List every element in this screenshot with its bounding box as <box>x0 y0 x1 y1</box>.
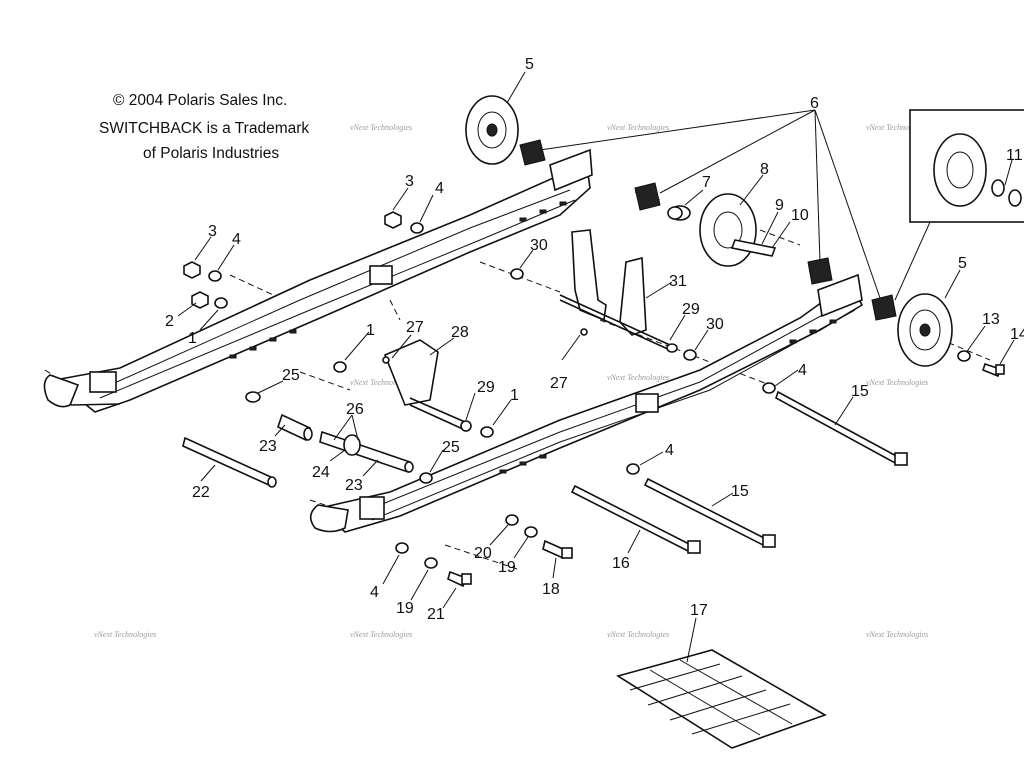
spacer-tubes <box>182 413 313 488</box>
callout-29: 29 <box>682 301 700 318</box>
callout-30: 30 <box>530 237 548 254</box>
rail-slots <box>499 319 837 474</box>
trademark-text-line1: SWITCHBACK is a Trademark <box>99 120 310 137</box>
watermark: vNext Technologies <box>866 378 928 387</box>
watermark: vNext Technologies <box>94 630 156 639</box>
callout-11: 11 <box>1006 147 1023 164</box>
long-bolts <box>570 390 908 554</box>
callout-22: 22 <box>192 484 210 501</box>
watermark: vNext Technologies <box>350 378 412 387</box>
watermark: vNext Technologies <box>866 630 928 639</box>
center-bracket <box>559 229 678 353</box>
callout-4: 4 <box>232 231 241 248</box>
callout-3: 3 <box>208 223 217 240</box>
right-rail <box>309 273 864 533</box>
callout-4: 4 <box>370 584 379 601</box>
callout-15: 15 <box>851 383 869 400</box>
axle-shaft <box>319 430 414 474</box>
callout-4: 4 <box>665 442 674 459</box>
leader-lines <box>177 71 1015 663</box>
spacer-caps <box>519 139 897 321</box>
callout-18: 18 <box>542 581 560 598</box>
callout-5: 5 <box>525 56 534 73</box>
idler-wheel-right <box>897 293 953 367</box>
watermark: vNext Technologies <box>607 630 669 639</box>
callout-21: 21 <box>427 606 445 623</box>
callout-25: 25 <box>442 439 460 456</box>
callout-labels: 5 6 7 8 9 10 11 5 13 14 3 4 3 4 2 1 30 3… <box>165 56 1024 623</box>
idler-wheel-axle-assembly <box>669 193 777 267</box>
callout-23: 23 <box>259 438 277 455</box>
torque-arm <box>383 339 472 432</box>
callout-3: 3 <box>405 173 414 190</box>
callout-19: 19 <box>396 600 414 617</box>
watermark: vNext Technologies <box>350 123 412 132</box>
callout-14: 14 <box>1010 326 1024 343</box>
callout-31: 31 <box>669 273 687 290</box>
rail-slots <box>229 201 567 359</box>
callout-27: 27 <box>406 319 424 336</box>
callout-28: 28 <box>451 324 469 341</box>
callout-4: 4 <box>435 180 444 197</box>
callout-5: 5 <box>958 255 967 272</box>
callout-8: 8 <box>760 161 769 178</box>
callout-23: 23 <box>345 477 363 494</box>
callout-15: 15 <box>731 483 749 500</box>
watermark: vNext Technologies <box>350 630 412 639</box>
callout-13: 13 <box>982 311 1000 328</box>
copyright-text: © 2004 Polaris Sales Inc. <box>113 92 288 109</box>
callout-6: 6 <box>810 95 819 112</box>
callout-26: 26 <box>346 401 364 418</box>
callout-24: 24 <box>312 464 330 481</box>
callout-30: 30 <box>706 316 724 333</box>
idler-wheel-top <box>465 95 519 165</box>
wear-strip <box>616 649 827 749</box>
trademark-text-line2: of Polaris Industries <box>143 145 280 162</box>
callout-20: 20 <box>474 545 492 562</box>
callout-4: 4 <box>798 362 807 379</box>
callout-10: 10 <box>791 207 809 224</box>
callout-9: 9 <box>775 197 784 214</box>
callout-29: 29 <box>477 379 495 396</box>
assembly-lines <box>44 191 991 571</box>
callout-1: 1 <box>510 387 519 404</box>
watermark: vNext Technologies <box>607 123 669 132</box>
callout-2: 2 <box>165 313 174 330</box>
callout-1: 1 <box>188 330 197 347</box>
callout-7: 7 <box>702 174 711 191</box>
left-rail <box>43 148 593 413</box>
watermark: vNext Technologies <box>607 373 669 382</box>
callout-19: 19 <box>498 559 516 576</box>
callout-1: 1 <box>366 322 375 339</box>
callout-16: 16 <box>612 555 630 572</box>
watermark: vNext Technologies <box>866 123 928 132</box>
nuts-and-washers <box>183 206 971 569</box>
callout-17: 17 <box>690 602 708 619</box>
idler-wheel-inset <box>894 109 1024 301</box>
callout-27: 27 <box>550 375 568 392</box>
callout-25: 25 <box>282 367 300 384</box>
small-bolts <box>447 362 1005 588</box>
